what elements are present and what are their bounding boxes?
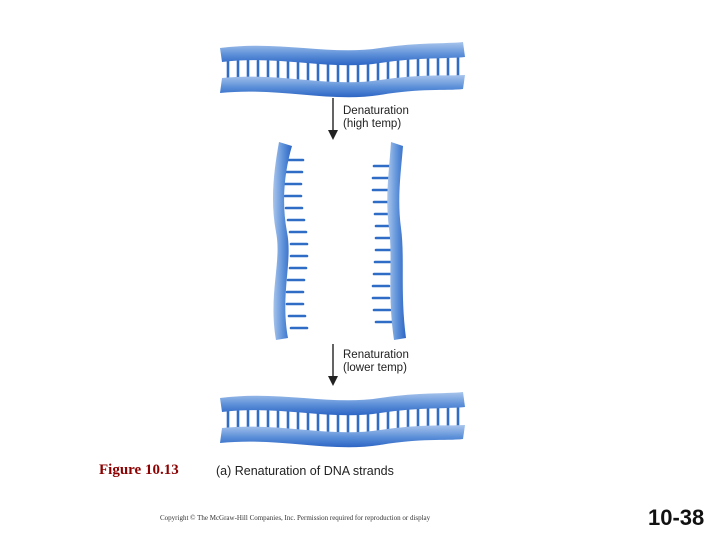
figure-caption: (a) Renaturation of DNA strands [216, 464, 394, 478]
top-strand-upper [220, 42, 465, 66]
denaturation-title: Denaturation [343, 105, 409, 117]
bottom-base-pairs [226, 404, 460, 439]
copyright-notice: Copyright © The McGraw-Hill Companies, I… [160, 514, 431, 522]
denaturation-condition: (high temp) [343, 118, 402, 130]
renaturation-label: Renaturation (lower temp) [343, 349, 409, 375]
slide-number: 10-38 [648, 505, 705, 530]
renaturation-arrow [328, 344, 338, 386]
renaturation-title: Renaturation [343, 349, 409, 361]
single-strand-left [272, 142, 309, 340]
top-strand-lower [220, 75, 465, 98]
single-strand-right [371, 142, 406, 340]
double-strand-dna-top [220, 42, 465, 98]
denaturation-label: Denaturation (high temp) [343, 105, 409, 131]
left-strand-backbone [272, 142, 292, 340]
right-strand-backbone [387, 142, 406, 340]
top-base-pairs [226, 54, 460, 89]
left-strand-bases [283, 158, 309, 330]
denaturation-arrow [328, 98, 338, 140]
right-strand-bases [371, 164, 394, 324]
double-strand-dna-bottom [220, 392, 465, 448]
bottom-strand-lower [220, 425, 465, 448]
figure-number: Figure 10.13 [99, 462, 179, 478]
renaturation-condition: (lower temp) [343, 362, 407, 374]
bottom-strand-upper [220, 392, 465, 416]
